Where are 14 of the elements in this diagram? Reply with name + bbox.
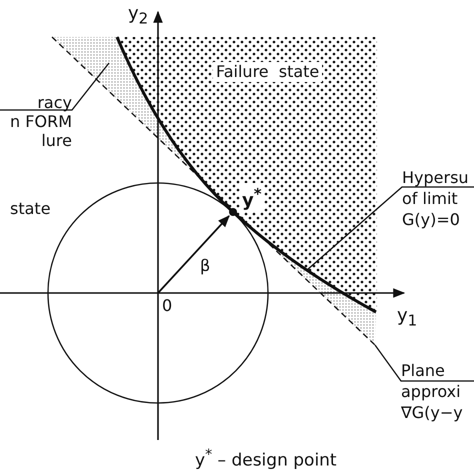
vector-label: β bbox=[200, 256, 210, 276]
callout-text: Plane approxi ∇G(y−y bbox=[401, 360, 474, 423]
axis-label: y$_{2}$ bbox=[128, 4, 148, 29]
leader-line bbox=[374, 344, 474, 382]
leader-line bbox=[0, 62, 110, 111]
axis-label: y$_{1}$ bbox=[397, 306, 418, 331]
callout-text: Hypersu of limit G(y)=0 bbox=[402, 167, 474, 230]
region-label: Failure state bbox=[213, 62, 322, 82]
region-label: state bbox=[10, 199, 51, 219]
origin-label: 0 bbox=[162, 296, 172, 316]
caption: y$^{*}$ – design point bbox=[195, 446, 337, 471]
point-label: y$^{*}$ bbox=[240, 183, 264, 212]
leader-line bbox=[306, 186, 474, 270]
callout-text: racy n FORM lure bbox=[0, 93, 72, 150]
